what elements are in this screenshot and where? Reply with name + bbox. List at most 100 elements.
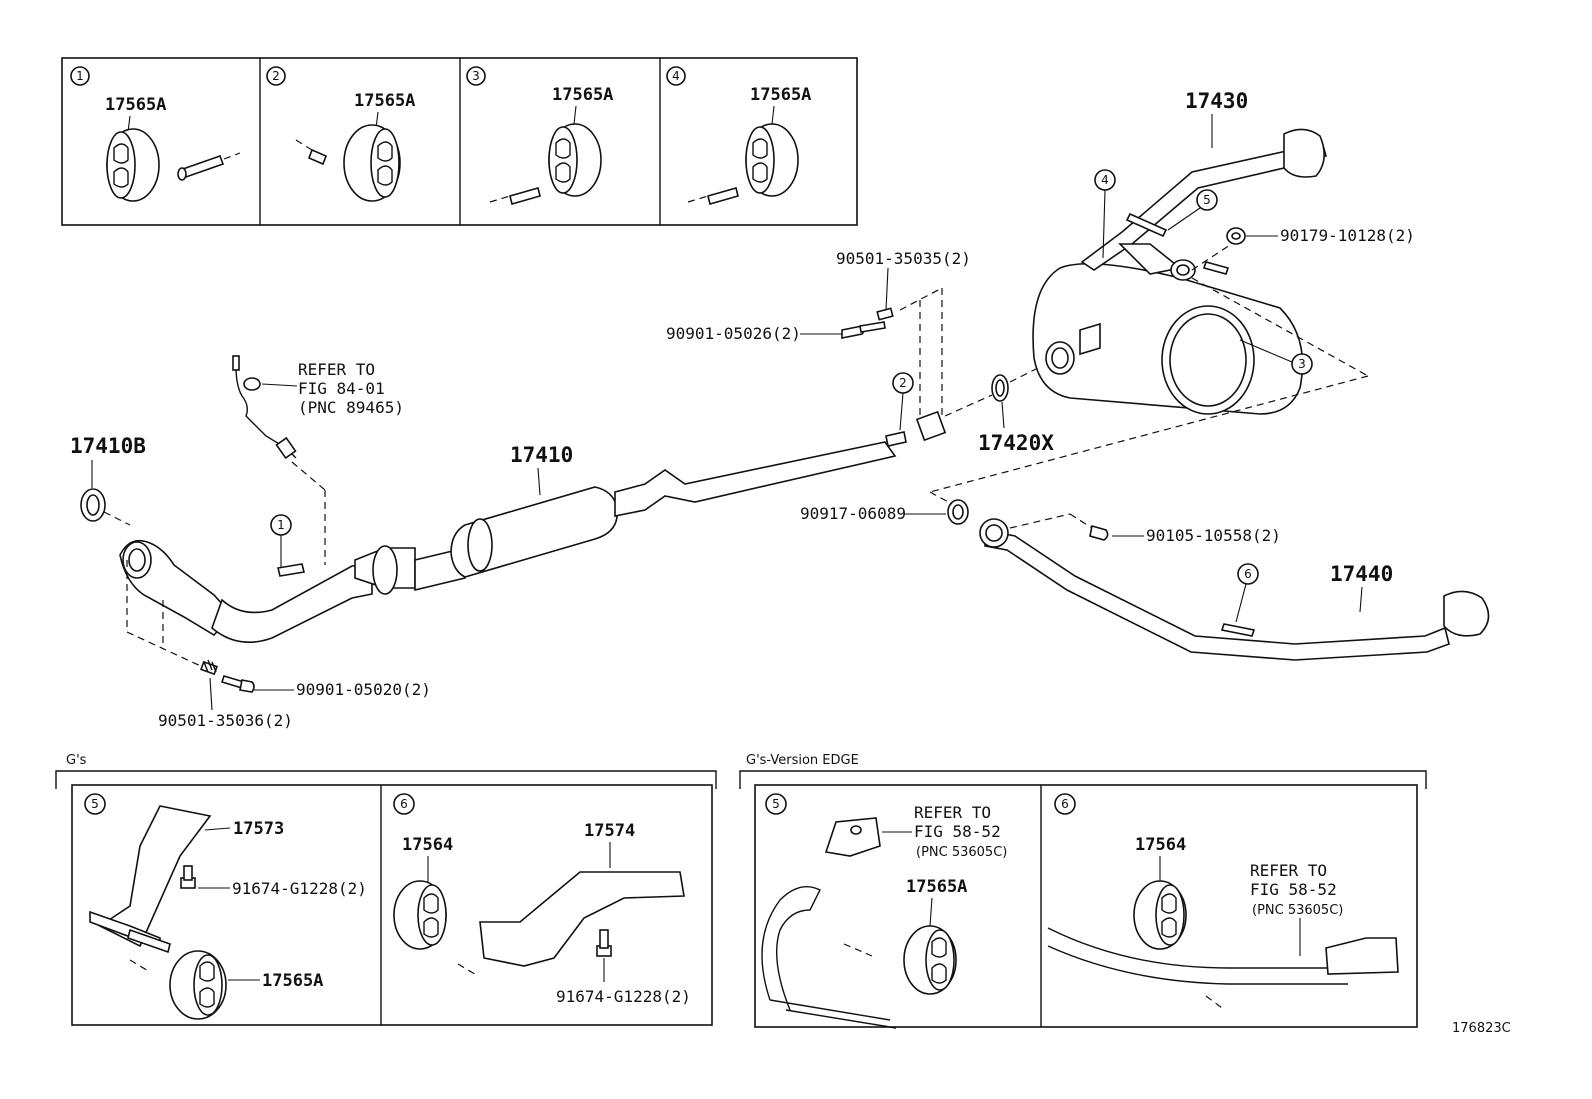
center-pipe-tail xyxy=(614,441,897,517)
front-pipe-section xyxy=(211,563,373,644)
flange-bolt-icon xyxy=(841,321,886,339)
tail-muffler-17430: 17430 xyxy=(1032,89,1327,415)
hanger-pin-icon xyxy=(489,187,541,205)
callout-2-number: 2 xyxy=(899,376,907,390)
part-90901-05026-label: 90901-05026(2) xyxy=(666,324,801,343)
part-90901-05020-label: 90901-05020(2) xyxy=(296,680,431,699)
tail-pipe-lower xyxy=(984,529,1450,661)
hanger-pin-icon xyxy=(687,187,739,205)
edge-p6-refer-line3: (PNC 53605C) xyxy=(1252,903,1343,918)
part-90501-35035-label: 90501-35035(2) xyxy=(836,249,971,268)
gs-section-bracket xyxy=(55,770,717,789)
bolt-icon xyxy=(596,929,612,957)
front-exhaust-pipe: 17410B REFER TO FIG 84-01 (PNC 89465) 1 xyxy=(70,355,431,730)
rubber-hanger-icon xyxy=(169,950,227,1020)
callout-6-circle xyxy=(1237,563,1259,585)
bolt-icon xyxy=(180,865,196,889)
panel-4-part-label: 17565A xyxy=(750,85,811,105)
pipe-flange xyxy=(915,410,947,442)
part-17430-label: 17430 xyxy=(1185,89,1248,113)
edge-panel-5-number: 5 xyxy=(772,797,780,811)
rubber-hanger-icon xyxy=(745,123,799,197)
edge-section-title: G's-Version EDGE xyxy=(746,753,859,768)
gs-section-title: G's xyxy=(66,753,87,768)
gs-panel-6: 6 17564 17574 91674-G1228(2) xyxy=(393,793,691,1006)
edge-tail-pipe xyxy=(761,886,821,1011)
part-17410B-label: 17410B xyxy=(70,434,146,458)
gs-section-box xyxy=(71,784,713,1026)
gs-hanger-label: 17565A xyxy=(262,971,323,991)
bracket-17574 xyxy=(479,871,685,967)
hanger-pin-icon xyxy=(295,139,328,166)
edge-p5-refer-line3: (PNC 53605C) xyxy=(916,845,1007,860)
callout-1-number: 1 xyxy=(277,518,285,532)
gs-bracket-label: 17573 xyxy=(233,819,284,839)
edge-tail-pipe xyxy=(1047,927,1348,985)
main-resonator xyxy=(450,486,618,578)
edge-section-bracket xyxy=(739,770,1427,789)
rubber-hanger-icon xyxy=(106,128,160,202)
top-panel-2: 2 17565A xyxy=(266,66,415,202)
rubber-hanger-icon xyxy=(903,925,957,995)
panel-1-number-circle xyxy=(70,66,90,86)
callout-6-number: 6 xyxy=(1244,567,1252,581)
gs-panel6-bolt-label: 91674-G1228(2) xyxy=(556,987,691,1006)
edge-panel-5: 5 REFER TO FIG 58-52 (PNC 53605C) 17565A xyxy=(761,793,1007,1029)
edge-p6-refer-line1: REFER TO xyxy=(1250,861,1327,880)
top-hanger-panels: 1 17565A 2 17565A xyxy=(61,57,858,226)
edge-p6-hanger-label: 17564 xyxy=(1135,835,1186,855)
part-90179-10128-label: 90179-10128(2) xyxy=(1280,226,1415,245)
bracket-17573 xyxy=(98,805,212,948)
bolt-icon xyxy=(1089,524,1109,541)
part-90105-10558-label: 90105-10558(2) xyxy=(1146,526,1281,545)
edge-panel-6-number: 6 xyxy=(1061,797,1069,811)
gs-bolt-label: 91674-G1228(2) xyxy=(232,879,367,898)
panel-1-number: 1 xyxy=(76,69,84,83)
refer-o2-line3: (PNC 89465) xyxy=(298,398,404,417)
rubber-hanger-icon xyxy=(343,124,401,202)
panel-4-number: 4 xyxy=(672,69,680,83)
refer-o2-line2: FIG 84-01 xyxy=(298,379,385,398)
stud-bolt-icon xyxy=(200,659,218,676)
callout-5-circle xyxy=(1196,189,1218,211)
part-17440-label: 17440 xyxy=(1330,562,1393,586)
top-panel-3: 3 17565A xyxy=(466,66,613,205)
rubber-hanger-icon xyxy=(1133,880,1187,950)
part-17420X-label: 17420X xyxy=(978,431,1054,455)
top-panel-4: 4 17565A xyxy=(666,66,811,205)
top-panel-1: 1 17565A xyxy=(70,66,241,202)
callout-3-circle xyxy=(1291,353,1313,375)
callout-5-number: 5 xyxy=(1203,193,1211,207)
gs-panel6-bracket-label: 17574 xyxy=(584,821,635,841)
stud-bolt-icon xyxy=(876,307,894,321)
panel-2-part-label: 17565A xyxy=(354,91,415,111)
nut-icon xyxy=(1226,227,1246,245)
panel-1-part-label: 17565A xyxy=(105,95,166,115)
gs-panel-5-number: 5 xyxy=(91,797,99,811)
part-90917-06089-label: 90917-06089 xyxy=(800,504,906,523)
part-17410-label: 17410 xyxy=(510,443,573,467)
edge-panel-6: 6 17564 REFER TO FIG 58-52 (PNC 53605C) xyxy=(1047,793,1399,1009)
rubber-hanger-icon xyxy=(393,880,447,950)
edge-p6-refer-line2: FIG 58-52 xyxy=(1250,880,1337,899)
panel-3-part-label: 17565A xyxy=(552,85,613,105)
gs-panel-6-number: 6 xyxy=(400,797,408,811)
gs-panel6-hanger-label: 17564 xyxy=(402,835,453,855)
refer-o2-line1: REFER TO xyxy=(298,360,375,379)
figure-id: 176823C xyxy=(1452,1021,1511,1036)
part-90501-35036-label: 90501-35036(2) xyxy=(158,711,293,730)
hanger-pin-icon xyxy=(177,152,241,181)
tail-pipe-lower-tip xyxy=(1443,590,1490,637)
center-exhaust-pipe: 17410 xyxy=(354,410,947,595)
edge-section-box xyxy=(754,784,1418,1028)
edge-p5-hanger-label: 17565A xyxy=(906,877,967,897)
flange-bolt-icon xyxy=(220,675,255,693)
panel-2-number: 2 xyxy=(272,69,280,83)
rubber-hanger-icon xyxy=(548,123,602,197)
gs-panel-5: 5 17573 91674-G1228(2) 17565A xyxy=(84,793,367,1020)
callout-4-number: 4 xyxy=(1101,173,1109,187)
edge-bracket xyxy=(824,817,881,857)
tail-pipe-tip xyxy=(1283,128,1325,178)
